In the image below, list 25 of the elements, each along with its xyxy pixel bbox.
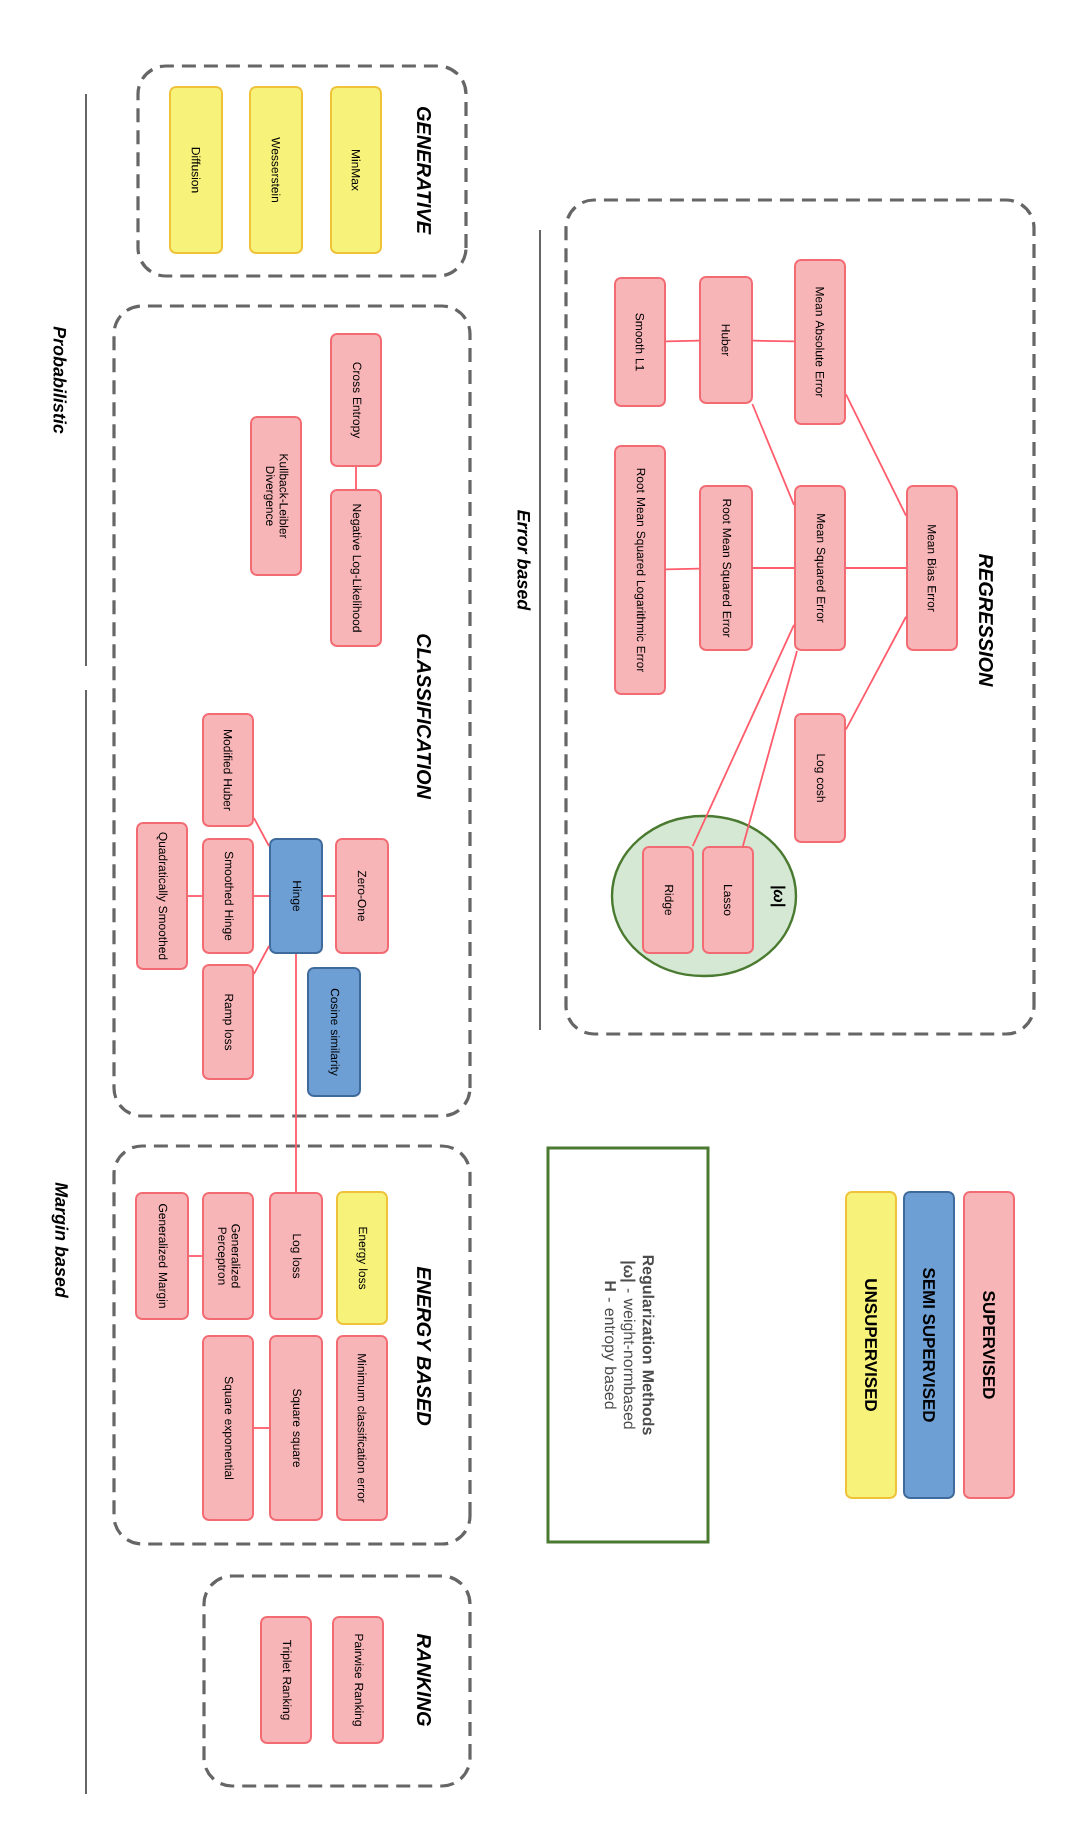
connector-line [253,817,270,847]
legend-box: SEMI SUPERVISED [903,1191,955,1499]
connector-line [751,403,795,506]
connector-line [665,339,700,343]
connector-line [845,393,907,517]
connector-line [295,953,297,1193]
connector-line [691,623,795,847]
connector-line [322,895,336,897]
connector-line [665,567,700,571]
connector-line [253,1427,270,1429]
connector-line [355,466,357,490]
connector-line [188,1255,203,1257]
legend-box: SUPERVISED [963,1191,1015,1499]
section-label: Error based [517,510,531,611]
connector-line [845,567,907,569]
connector-line [752,339,795,343]
connector-line [253,945,270,975]
connector-line [752,567,795,569]
connector-line [845,615,907,731]
legend-box: UNSUPERVISED [845,1191,897,1499]
connector-line [253,895,270,897]
connector-line [187,895,203,897]
section-label: Probabilistic [53,326,67,434]
connector-line [742,650,798,847]
section-label: Margin based [51,1182,69,1299]
